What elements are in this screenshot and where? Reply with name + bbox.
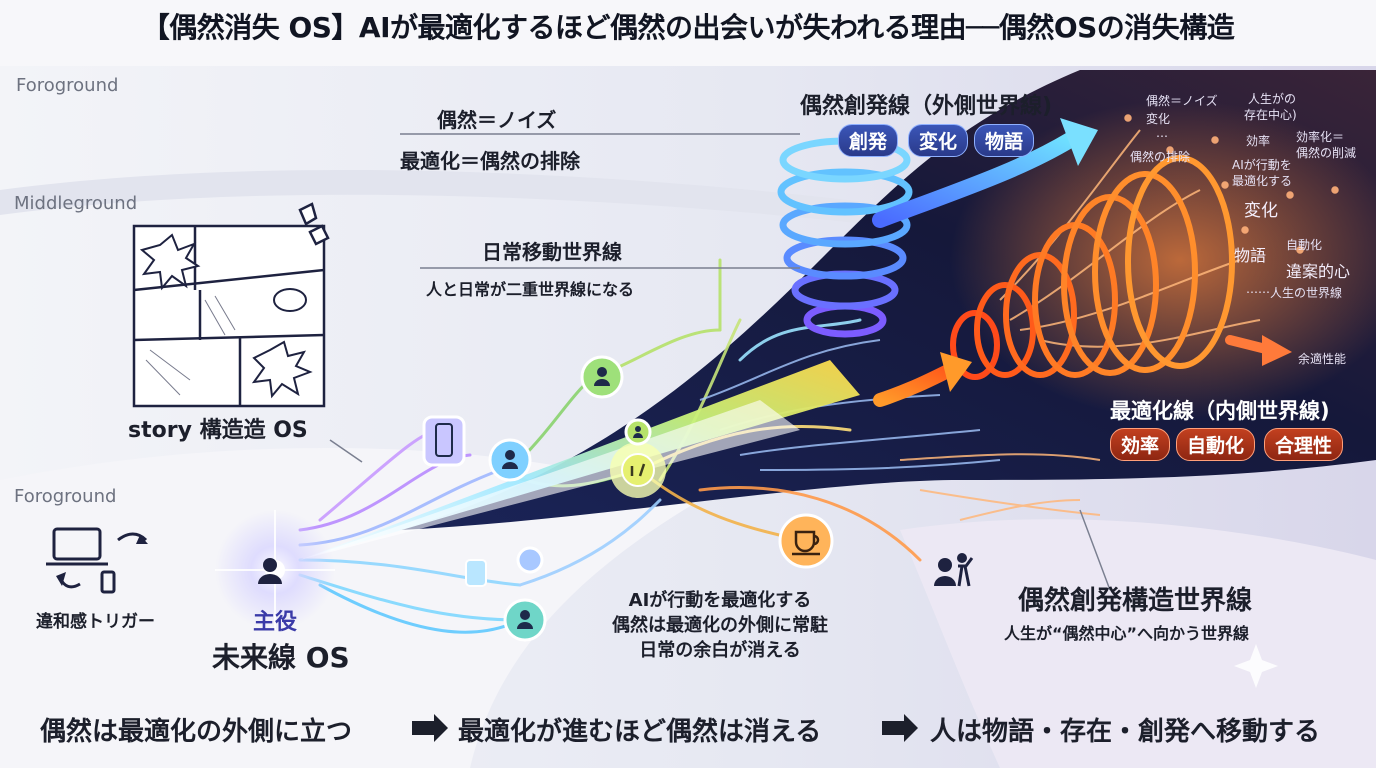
- right-note-elimination: 偶然の排除: [1130, 150, 1191, 164]
- right-note-ellipsis: …: [1156, 126, 1168, 140]
- emergent-line-title: 偶然創発線（外側世界線): [800, 94, 1053, 119]
- right-note-efficiency-eq: 効率化＝: [1296, 130, 1345, 144]
- story-os-label: story 構造造 OS: [128, 418, 308, 443]
- right-note-reduction: 偶然の削減: [1296, 146, 1357, 160]
- bottom-step-2: 最適化が進むほど偶然は消える: [458, 717, 822, 747]
- right-note-efficiency: 効率: [1246, 134, 1271, 148]
- layer-label-foreground-top: Foroground: [16, 75, 119, 96]
- daily-worldline-subtitle: 人と日常が二重世界線になる: [426, 280, 635, 299]
- protagonist-os: 未来線 OS: [212, 641, 350, 674]
- center-line-1: AIが行動を最適化する: [628, 590, 812, 611]
- right-note-performance: 余適性能: [1298, 352, 1347, 366]
- layer-label-foreground-bottom: Foroground: [14, 486, 117, 507]
- tag-story: 物語: [974, 124, 1035, 157]
- daily-worldline-title: 日常移動世界線: [482, 240, 622, 264]
- layer-label-middleground: Middleground: [14, 193, 138, 214]
- right-note-life-worldline: 人生の世界線: [1270, 286, 1343, 300]
- tag-efficiency: 効率: [1110, 428, 1171, 461]
- right-note-optimize: 最適化する: [1232, 174, 1293, 188]
- emergent-world-title: 偶然創発構造世界線: [1018, 586, 1253, 616]
- page-title: 【偶然消失 OS】AIが最適化するほど偶然の出会いが失われる理由──偶然OSの消…: [141, 11, 1235, 44]
- right-note-automation: 自動化: [1286, 238, 1323, 252]
- equation-noise: 偶然＝ノイズ: [437, 108, 557, 132]
- right-note-meaning: 違案的心: [1286, 262, 1351, 281]
- tag-emergence: 創発: [838, 124, 899, 157]
- right-note-noise: 偶然＝ノイズ: [1146, 94, 1218, 108]
- right-note-dots: ……: [1246, 282, 1270, 296]
- trigger-label: 違和感トリガー: [36, 612, 155, 632]
- right-note-change: 変化: [1244, 201, 1278, 221]
- right-note-story: 物語: [1234, 246, 1267, 265]
- center-explanation: AIが行動を最適化する 偶然は最適化の外側に常駐 日常の余白が消える: [600, 588, 840, 663]
- right-note-existence: 存在中心): [1244, 108, 1297, 122]
- right-note-change-small: 変化: [1146, 112, 1171, 126]
- right-note-life: 人生がの: [1248, 92, 1297, 106]
- center-line-2: 偶然は最適化の外側に常駐: [612, 615, 828, 636]
- center-line-3: 日常の余白が消える: [639, 640, 801, 661]
- protagonist-role: 主役: [252, 610, 297, 635]
- tag-change: 変化: [908, 124, 969, 157]
- bottom-step-1: 偶然は最適化の外側に立つ: [40, 717, 353, 747]
- bottom-step-3: 人は物語・存在・創発へ移動する: [930, 717, 1321, 747]
- emergent-world-subtitle: 人生が“偶然中心”へ向かう世界線: [1004, 624, 1250, 643]
- tag-automation: 自動化: [1176, 428, 1256, 461]
- tag-rationality: 合理性: [1264, 428, 1344, 461]
- right-note-ai-action: AIが行動を: [1232, 158, 1292, 172]
- optimization-line-title: 最適化線（内側世界線): [1110, 399, 1330, 423]
- equation-elimination: 最適化＝偶然の排除: [400, 149, 580, 173]
